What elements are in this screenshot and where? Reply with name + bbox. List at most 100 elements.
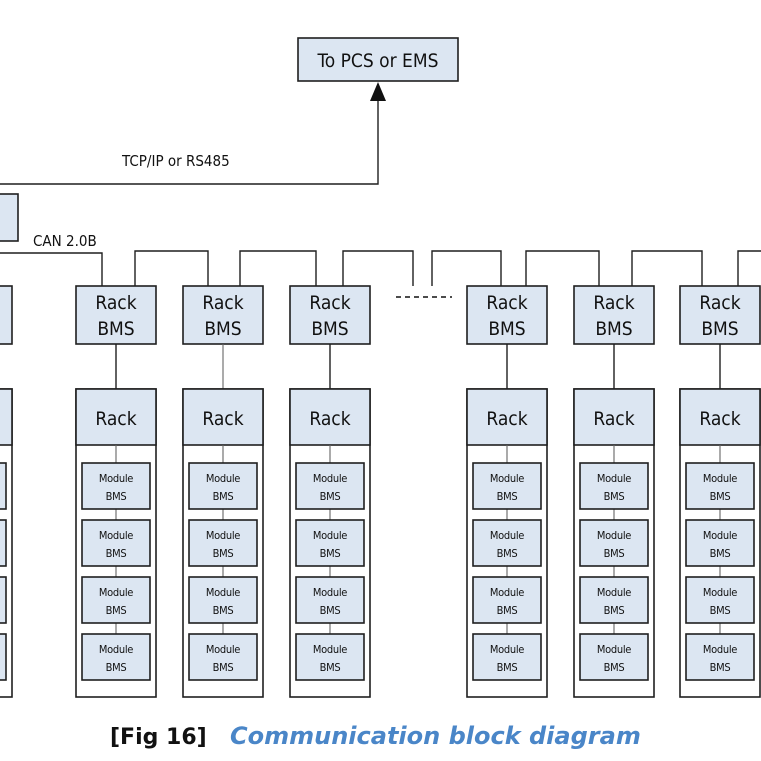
- can-bus-right: [737, 250, 761, 286]
- rack-bms-label-line1: Rack: [593, 292, 634, 314]
- module-bms-label-line2: BMS: [320, 547, 341, 560]
- module-bms-label-line2: BMS: [213, 661, 234, 674]
- module-bms-label-line2: BMS: [604, 547, 625, 560]
- can-bus-gap-4: [431, 250, 502, 286]
- module-bms-label-line1: Module: [703, 586, 737, 599]
- rack-column: RackBMSRackModuleBMSModuleBMSModuleBMSMo…: [573, 285, 655, 698]
- rack-header: Rack: [182, 388, 264, 446]
- module-bms-label-line1: Module: [597, 586, 631, 599]
- module-bms-label-line1: Module: [597, 643, 631, 656]
- can-bus-link-1-2: [134, 250, 209, 286]
- module-bms-label-line2: BMS: [710, 661, 731, 674]
- module-bms-label-line2: BMS: [106, 661, 127, 674]
- uplink-arrowhead: [370, 82, 386, 101]
- module-bms-label-line1: Module: [313, 472, 347, 485]
- module-bms-label-line2: BMS: [604, 661, 625, 674]
- rack-label: Rack: [486, 408, 527, 430]
- rack-column: RackBMSRackModuleBMSModuleBMSModuleBMSMo…: [182, 285, 264, 698]
- can-bus-link-2-3: [239, 250, 317, 286]
- rack-header: Rack: [679, 388, 761, 446]
- module-bms-label-line2: BMS: [213, 604, 234, 617]
- module-bms-label-line1: Module: [597, 472, 631, 485]
- pcs-ems-box: To PCS or EMS: [297, 37, 459, 82]
- module-bms-label-line2: BMS: [213, 490, 234, 503]
- module-bms-label-line2: BMS: [710, 604, 731, 617]
- rack-label: Rack: [699, 408, 740, 430]
- module-bms-label-line1: Module: [703, 472, 737, 485]
- rack-column: RackBMSRackModuleBMSModuleBMSModuleBMSMo…: [466, 285, 548, 698]
- module-bms-label-line1: Module: [99, 643, 133, 656]
- rack-bms-label-line1: Rack: [202, 292, 243, 314]
- master-bms-box-partial: [0, 193, 19, 242]
- rack-header: Rack: [573, 388, 655, 446]
- module-bms-label-line2: BMS: [497, 604, 518, 617]
- rack-header: Rack: [466, 388, 548, 446]
- rack-bms-label-line2: BMS: [701, 318, 738, 340]
- rack-header-partial: [0, 388, 13, 446]
- rack-bms-label-line2: BMS: [97, 318, 134, 340]
- module-bms-label-line2: BMS: [106, 490, 127, 503]
- module-bms-label-line1: Module: [490, 586, 524, 599]
- rack-bms-label-line1: Rack: [309, 292, 350, 314]
- module-bms-label-line1: Module: [597, 529, 631, 542]
- module-bms-box-partial: [0, 633, 7, 681]
- module-bms-label-line2: BMS: [320, 490, 341, 503]
- module-bms-box-partial: [0, 462, 7, 510]
- rack-header: Rack: [289, 388, 371, 446]
- can-bus-left: [0, 252, 103, 286]
- rack-bms-label-line2: BMS: [488, 318, 525, 340]
- module-bms-label-line2: BMS: [320, 604, 341, 617]
- rack-header: Rack: [75, 388, 157, 446]
- module-bms-label-line1: Module: [490, 643, 524, 656]
- figure-number: [Fig 16]: [110, 725, 207, 750]
- module-bms-label-line2: BMS: [497, 661, 518, 674]
- rack-columns: RackBMSRackModuleBMSModuleBMSModuleBMSMo…: [75, 285, 761, 698]
- module-bms-label-line2: BMS: [106, 604, 127, 617]
- rack-bms-label-line2: BMS: [311, 318, 348, 340]
- module-bms-label-line1: Module: [703, 529, 737, 542]
- rack-column: RackBMSRackModuleBMSModuleBMSModuleBMSMo…: [75, 285, 157, 698]
- rack-bms-label-line1: Rack: [699, 292, 740, 314]
- rack-column: RackBMSRackModuleBMSModuleBMSModuleBMSMo…: [679, 285, 761, 698]
- module-bms-label-line1: Module: [490, 529, 524, 542]
- module-bms-label-line1: Module: [206, 529, 240, 542]
- module-bms-label-line1: Module: [206, 586, 240, 599]
- module-bms-label-line2: BMS: [604, 604, 625, 617]
- module-bms-label-line2: BMS: [710, 490, 731, 503]
- rack-label: Rack: [202, 408, 243, 430]
- module-bms-label-line2: BMS: [604, 490, 625, 503]
- module-bms-label-line2: BMS: [213, 547, 234, 560]
- module-bms-box-partial: [0, 519, 7, 567]
- module-bms-label-line1: Module: [313, 529, 347, 542]
- module-bms-label-line2: BMS: [497, 547, 518, 560]
- module-bms-label-line1: Module: [313, 586, 347, 599]
- module-bms-label-line1: Module: [206, 643, 240, 656]
- module-bms-label-line2: BMS: [106, 547, 127, 560]
- module-bms-label-line2: BMS: [710, 547, 731, 560]
- rack-column-partial: [0, 285, 13, 698]
- rack-label: Rack: [309, 408, 350, 430]
- module-bms-label-line1: Module: [206, 472, 240, 485]
- can-bus-label: CAN 2.0B: [33, 232, 97, 250]
